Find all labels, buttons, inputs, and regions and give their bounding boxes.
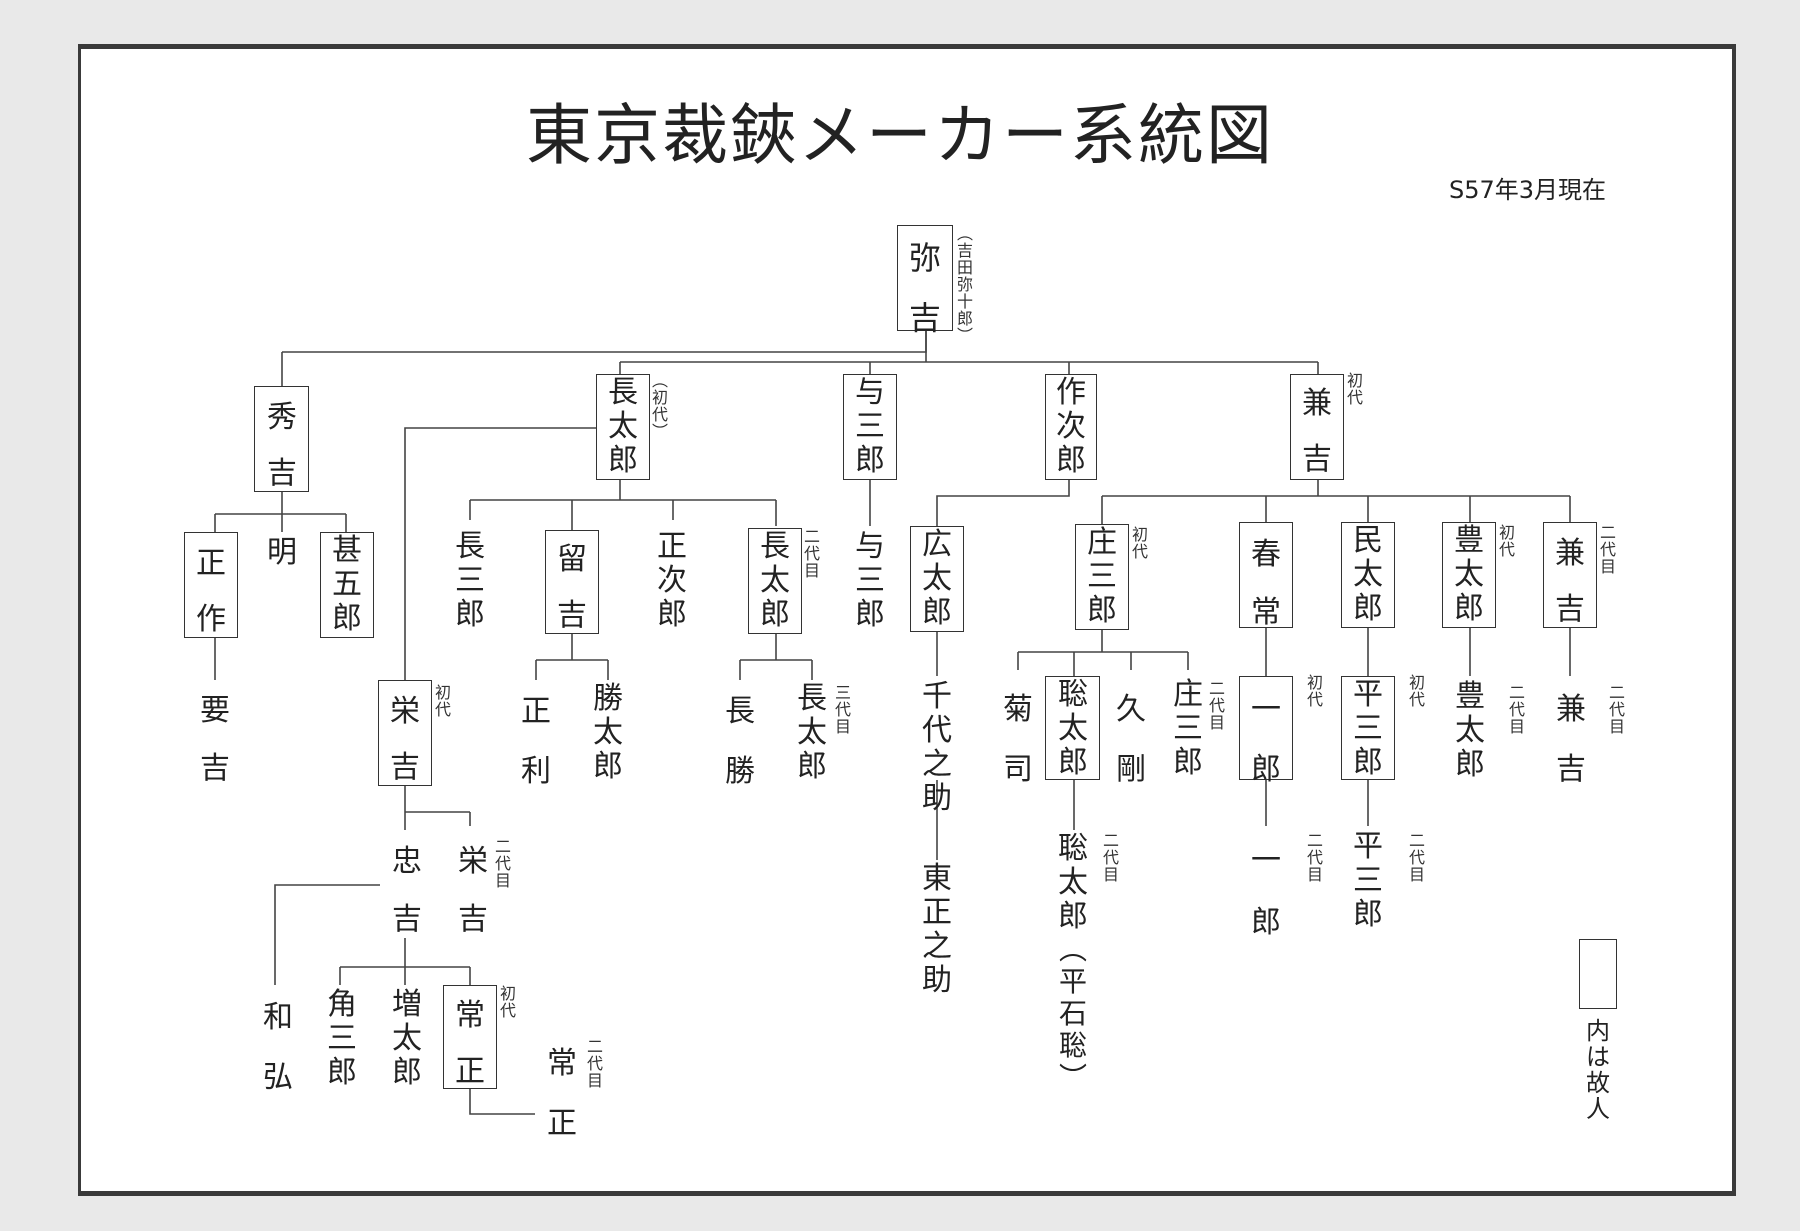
gen-hotaro1: 初代 xyxy=(1498,523,1515,559)
gen-chotaro3: 三代目 xyxy=(834,683,851,736)
name-shosaburo1: 庄三郎 xyxy=(1087,525,1117,628)
name-kanekichi2: 兼吉 xyxy=(1555,536,1585,627)
box-eikichi1 xyxy=(378,680,432,786)
box-sotaro1 xyxy=(1045,676,1100,780)
box-tsunemasa1 xyxy=(443,985,497,1089)
box-kanekichi2 xyxy=(1543,522,1597,628)
name-kikuji: 菊司 xyxy=(1003,692,1033,787)
gen-eikichi1: 初代 xyxy=(434,683,451,719)
box-heizaburo1 xyxy=(1341,676,1395,780)
gen-ichiro2: 二代目 xyxy=(1306,831,1323,884)
name-kotaro: 広太郎 xyxy=(922,527,952,630)
box-mintaro xyxy=(1341,522,1395,628)
name-tadakichi: 忠吉 xyxy=(392,844,422,937)
name-chotaro1: 長太郎 xyxy=(608,375,638,478)
name-tsunemasa2: 常正 xyxy=(547,1046,577,1141)
gen-sotaro2: 二代目 xyxy=(1102,831,1119,884)
name-chosho: 長勝 xyxy=(725,694,755,789)
note-yakichi: ︵吉田弥十郎︶ xyxy=(956,224,973,345)
name-kakusaburo: 角三郎 xyxy=(327,987,357,1090)
name-sotaro1: 聡太郎 xyxy=(1058,677,1088,780)
box-chotaro1 xyxy=(596,374,650,480)
name-yosaburo: 与三郎 xyxy=(855,375,885,478)
name-harutsune: 春常 xyxy=(1251,537,1281,630)
name-masatoshi: 正利 xyxy=(521,694,551,789)
name-tomasanosuke: 東正之助 xyxy=(922,861,952,998)
box-ichiro1 xyxy=(1239,676,1293,780)
gen-ichiro1: 初代 xyxy=(1306,673,1323,709)
name-hotaro2: 豊太郎 xyxy=(1455,679,1485,782)
box-kotaro xyxy=(910,526,964,632)
gen-tsunemasa1: 初代 xyxy=(499,984,516,1020)
name-shosaku: 正作 xyxy=(196,546,226,637)
name-heizaburo2: 平三郎 xyxy=(1353,829,1383,932)
box-yosaburo xyxy=(843,374,897,480)
gen-chotaro1: ︵初代︶ xyxy=(651,371,668,441)
name-chosaburo: 長三郎 xyxy=(455,529,485,632)
box-shosaburo1 xyxy=(1075,524,1129,630)
legend-text: 内は故人 xyxy=(1586,1017,1610,1123)
box-harutsune xyxy=(1239,522,1293,628)
gen-kanekichi3: 二代目 xyxy=(1608,683,1625,736)
name-shojiro: 正次郎 xyxy=(657,529,687,632)
name-hotaro1: 豊太郎 xyxy=(1454,523,1484,626)
name-masutaro: 増太郎 xyxy=(392,987,422,1090)
name-tsunemasa1: 常正 xyxy=(455,998,485,1089)
name-kanekichi3: 兼吉 xyxy=(1556,692,1586,787)
chart-title: 東京裁鋏メーカー系統図 xyxy=(526,97,1274,174)
box-jingoro xyxy=(320,532,374,638)
name-kazuhiro: 和弘 xyxy=(263,1000,293,1095)
as-of-date: S57年3月現在 xyxy=(1448,176,1606,204)
box-sakujiro xyxy=(1045,374,1097,480)
name-heizaburo1: 平三郎 xyxy=(1353,677,1383,780)
box-shosaku xyxy=(184,532,238,638)
gen-heizaburo1: 初代 xyxy=(1408,673,1425,709)
gen-kanekichi1: 初代 xyxy=(1346,371,1363,407)
name-chiyonosuke: 千代之助 xyxy=(922,679,952,816)
name-shosaburo2: 庄三郎 xyxy=(1173,677,1203,780)
note-sotaro2: ︵平石聡︶ xyxy=(1059,933,1088,1094)
name-eikichi1: 栄吉 xyxy=(390,694,420,785)
name-kanekichi1: 兼吉 xyxy=(1302,386,1332,477)
name-sotaro2: 聡太郎 xyxy=(1058,831,1088,934)
legend-box xyxy=(1579,939,1617,1009)
box-tomekichi xyxy=(545,530,599,634)
gen-shosaburo1: 初代 xyxy=(1131,525,1148,561)
gen-eikichi2: 二代目 xyxy=(494,837,511,890)
gen-chotaro2: 二代目 xyxy=(803,527,820,580)
gen-shosaburo2: 二代目 xyxy=(1208,679,1225,732)
name-tomekichi: 留吉 xyxy=(557,542,587,633)
name-eikichi2: 栄吉 xyxy=(458,844,488,937)
name-hidekichi: 秀吉 xyxy=(267,400,297,491)
name-chotaro3: 長太郎 xyxy=(797,681,827,784)
name-ichiro1: 一郎 xyxy=(1251,692,1281,787)
box-yakichi xyxy=(897,225,953,331)
name-mintaro: 民太郎 xyxy=(1353,523,1383,626)
box-hotaro1 xyxy=(1442,522,1496,628)
name-katsutaro: 勝太郎 xyxy=(593,681,623,784)
name-jingoro: 甚五郎 xyxy=(332,533,362,636)
name-hisatake: 久剛 xyxy=(1116,692,1146,787)
gen-tsunemasa2: 二代目 xyxy=(586,1037,603,1090)
gen-heizaburo2: 二代目 xyxy=(1408,831,1425,884)
name-chotaro2: 長太郎 xyxy=(760,529,790,632)
name-kanamekichi: 要吉 xyxy=(200,693,230,786)
name-sakujiro: 作次郎 xyxy=(1056,375,1086,478)
box-kanekichi1 xyxy=(1290,374,1344,480)
name-yosaburo2: 与三郎 xyxy=(855,529,885,632)
box-hidekichi xyxy=(254,386,309,492)
box-chotaro2 xyxy=(748,528,802,634)
gen-kanekichi2: 二代目 xyxy=(1599,523,1616,576)
name-ichiro2: 一郎 xyxy=(1251,843,1281,940)
gen-hotaro2: 二代目 xyxy=(1508,683,1525,736)
name-yakichi: 弥吉 xyxy=(909,239,942,337)
name-akira: 明 xyxy=(267,535,297,570)
